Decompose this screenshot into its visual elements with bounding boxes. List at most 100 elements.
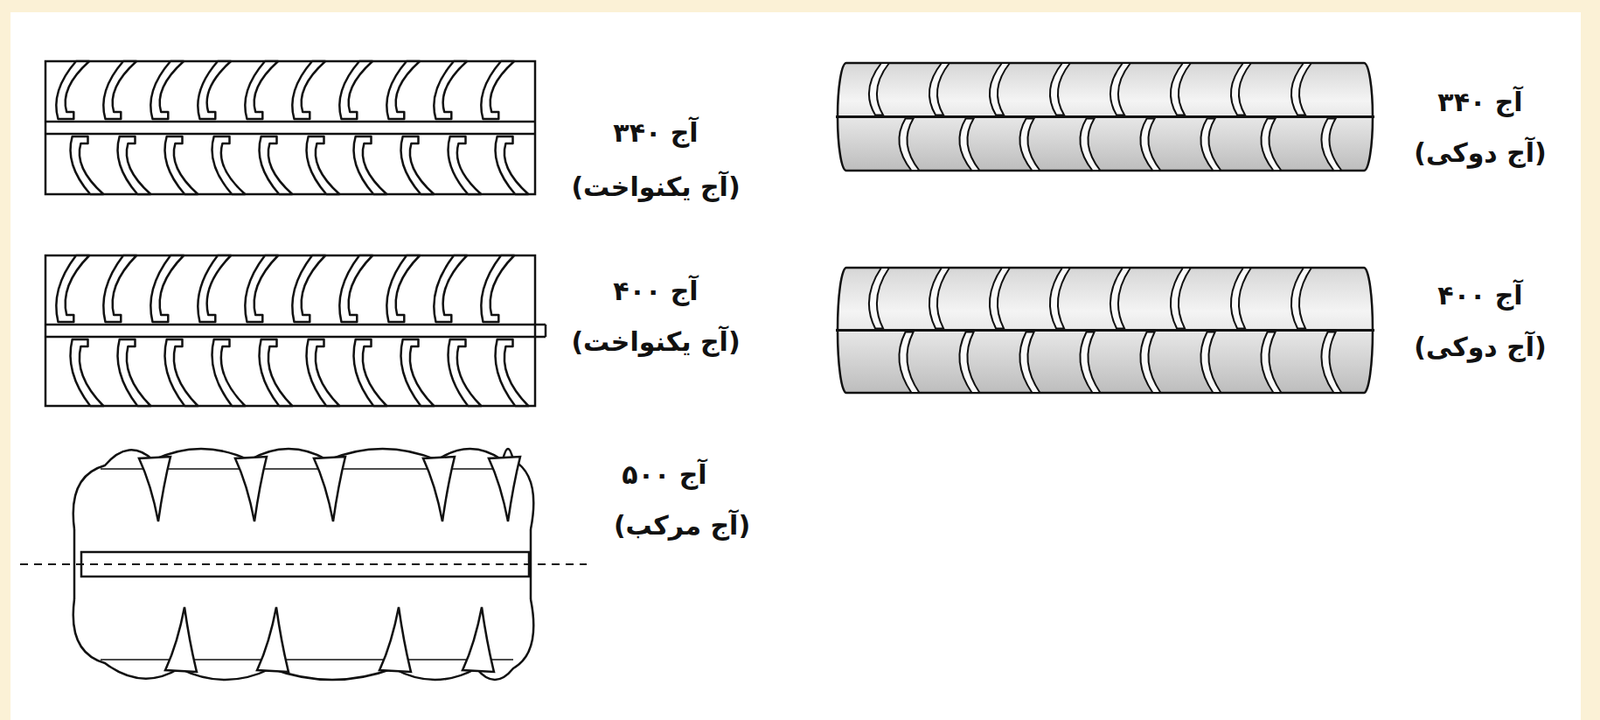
transverse-rib xyxy=(150,255,184,322)
transverse-rib xyxy=(898,118,919,172)
transverse-rib xyxy=(1140,118,1161,172)
transverse-rib xyxy=(257,606,289,672)
transverse-rib xyxy=(165,136,199,195)
transverse-rib xyxy=(1170,62,1191,116)
longitudinal-rib xyxy=(835,115,1375,119)
transverse-rib xyxy=(1200,332,1221,394)
transverse-rib xyxy=(1231,62,1252,116)
transverse-rib xyxy=(306,339,341,406)
center-axis xyxy=(20,563,587,565)
transverse-rib xyxy=(212,136,246,195)
transverse-rib xyxy=(959,118,980,172)
rebar-outline xyxy=(100,658,514,661)
longitudinal-rib xyxy=(45,132,536,136)
rebar-body xyxy=(45,255,536,406)
longitudinal-rib xyxy=(45,323,546,327)
transverse-rib xyxy=(1170,267,1191,329)
transverse-rib xyxy=(1321,332,1342,394)
transverse-rib xyxy=(70,339,105,406)
transverse-rib xyxy=(1079,332,1100,394)
transverse-rib xyxy=(1140,332,1161,394)
transverse-rib xyxy=(959,332,980,394)
transverse-rib xyxy=(1291,267,1312,329)
transverse-rib xyxy=(354,136,388,195)
rebar-label: (آج یکنواخت) xyxy=(569,326,742,358)
transverse-rib xyxy=(292,61,326,119)
transverse-rib xyxy=(480,255,515,322)
transverse-rib xyxy=(1200,118,1221,172)
transverse-rib xyxy=(433,255,467,322)
transverse-rib xyxy=(150,61,184,119)
transverse-rib xyxy=(212,339,246,406)
transverse-rib xyxy=(1231,267,1252,329)
rebar-label: (آج مرکب) xyxy=(612,509,752,542)
rebar-outline xyxy=(73,448,535,529)
transverse-rib xyxy=(448,339,482,406)
longitudinal-rib xyxy=(45,120,536,124)
transverse-rib xyxy=(433,61,467,119)
transverse-rib xyxy=(989,267,1010,329)
transverse-rib xyxy=(1050,267,1071,329)
transverse-rib xyxy=(1321,118,1342,172)
transverse-rib xyxy=(1291,62,1312,116)
transverse-rib xyxy=(379,606,411,672)
transverse-rib xyxy=(197,61,231,119)
rebar-body xyxy=(73,448,535,599)
transverse-rib xyxy=(197,255,231,322)
longitudinal-rib xyxy=(45,335,546,339)
rebar-label: (آج دوکی) xyxy=(1412,331,1549,363)
rebar-outline xyxy=(73,598,535,680)
transverse-rib xyxy=(401,136,435,195)
transverse-rib xyxy=(386,255,420,322)
transverse-rib xyxy=(1019,332,1040,394)
transverse-rib xyxy=(292,255,326,322)
transverse-rib xyxy=(339,255,373,322)
transverse-rib xyxy=(235,456,267,522)
rebar-label: آج ۴۰۰ xyxy=(611,275,700,307)
transverse-rib xyxy=(386,61,420,119)
transverse-rib xyxy=(448,136,482,195)
transverse-rib xyxy=(1260,332,1281,394)
transverse-rib xyxy=(495,339,529,406)
rebar-outline xyxy=(73,528,77,599)
transverse-rib xyxy=(139,456,171,522)
transverse-rib xyxy=(354,339,388,406)
transverse-rib xyxy=(70,136,105,195)
transverse-rib xyxy=(898,332,919,394)
transverse-rib xyxy=(1110,267,1131,329)
transverse-rib xyxy=(1110,62,1131,116)
rebar-label: آج ۳۴۰ xyxy=(1435,86,1524,119)
transverse-rib xyxy=(1019,118,1040,172)
transverse-rib xyxy=(480,61,515,119)
dual-rebar xyxy=(835,267,1375,393)
transverse-rib xyxy=(1260,118,1281,172)
rebar-label: آج ۳۴۰ xyxy=(611,117,700,149)
rebar-body xyxy=(73,528,535,680)
transverse-rib xyxy=(118,339,152,406)
transverse-rib xyxy=(1079,118,1100,172)
transverse-rib xyxy=(401,339,435,406)
transverse-rib xyxy=(313,456,346,522)
longitudinal-rib xyxy=(835,328,1375,332)
page-ground xyxy=(10,12,1581,720)
transverse-rib xyxy=(929,62,950,116)
composite-rebar xyxy=(20,448,587,680)
rebar-label: آج ۵۰۰ xyxy=(619,459,709,491)
transverse-rib xyxy=(929,267,950,329)
transverse-rib xyxy=(488,456,521,522)
transverse-rib xyxy=(869,62,890,116)
transverse-rib xyxy=(165,339,199,406)
transverse-rib xyxy=(869,267,890,329)
transverse-rib xyxy=(259,136,293,195)
transverse-rib xyxy=(989,62,1010,116)
rebar-body xyxy=(45,61,536,195)
transverse-rib xyxy=(306,136,341,195)
longitudinal-rib xyxy=(544,324,548,337)
uniform-rebar xyxy=(45,61,536,195)
transverse-rib xyxy=(55,255,90,322)
rebar-label: (آج یکنواخت) xyxy=(569,171,742,203)
rebar-label: آج ۴۰۰ xyxy=(1435,279,1524,312)
